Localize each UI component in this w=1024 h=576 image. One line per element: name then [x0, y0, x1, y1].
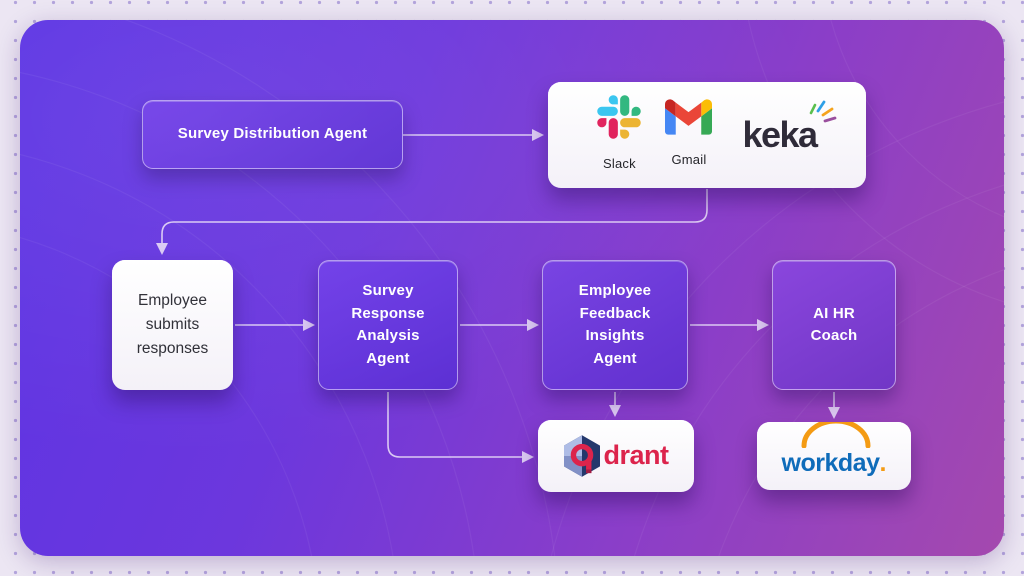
slack-icon	[597, 95, 642, 147]
gmail-icon	[665, 99, 713, 143]
diagram-canvas: Survey Distribution Agent Slack	[20, 20, 1004, 556]
node-survey-distribution-agent: Survey Distribution Agent	[142, 100, 403, 169]
workday-logo: workday.	[781, 421, 887, 483]
workday-wordmark: workday	[781, 448, 880, 477]
node-label: Survey Response Analysis Agent	[351, 282, 425, 367]
node-employee-feedback-insights-agent: Employee Feedback Insights Agent	[542, 260, 688, 390]
integration-slack: Slack	[597, 95, 642, 174]
node-ai-hr-coach: AI HR Coach	[772, 260, 896, 390]
gmail-label: Gmail	[671, 152, 707, 168]
qdrant-hexagon-icon	[563, 435, 600, 477]
node-label: AI HR Coach	[810, 304, 858, 345]
keka-wordmark: keka	[742, 114, 818, 155]
node-label: Employee Feedback Insights Agent	[578, 282, 652, 367]
node-label: Employee submits responses	[136, 291, 209, 357]
integration-keka: keka	[742, 100, 836, 155]
qdrant-wordmark: drant	[603, 440, 670, 471]
node-integrations: Slack Gmail keka	[548, 82, 866, 188]
node-survey-response-analysis-agent: Survey Response Analysis Agent	[318, 260, 458, 390]
workday-arc-icon	[801, 421, 871, 448]
qdrant-logo: drant	[563, 435, 670, 477]
node-employee-submits: Employee submits responses	[112, 260, 233, 390]
workday-period: .	[879, 448, 887, 477]
integration-gmail: Gmail	[665, 99, 713, 170]
slack-label: Slack	[603, 156, 636, 172]
node-workday: workday.	[757, 421, 911, 490]
node-qdrant: drant	[538, 420, 694, 492]
keka-sparks-icon	[809, 100, 836, 123]
node-label: Survey Distribution Agent	[177, 125, 368, 143]
